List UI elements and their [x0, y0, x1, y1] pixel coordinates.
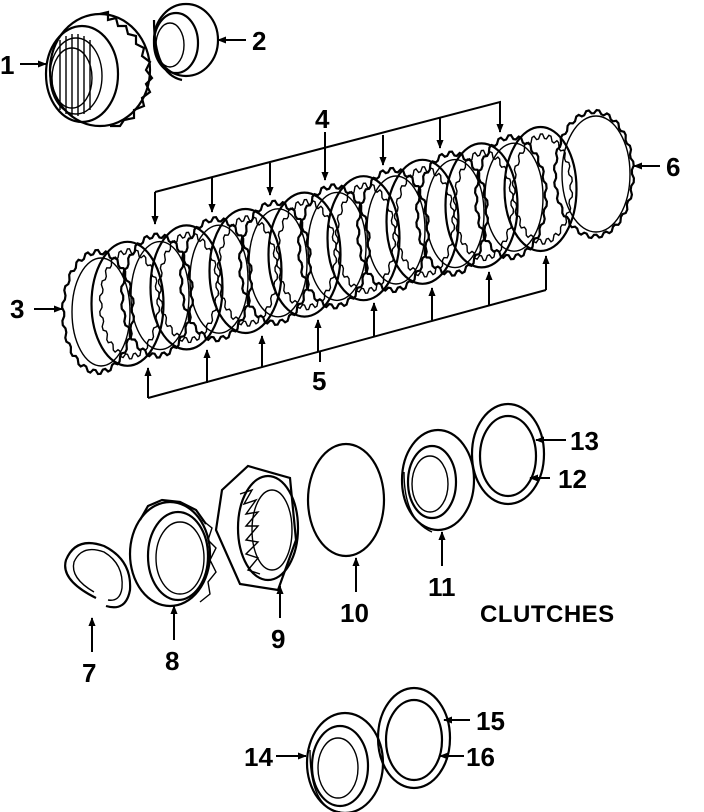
callout-1: 1	[0, 50, 14, 80]
callout-9: 9	[271, 624, 285, 654]
callout-11: 11	[428, 572, 456, 602]
callout-10: 10	[340, 598, 369, 628]
callout-5: 5	[312, 366, 326, 396]
part-9-piston	[214, 464, 300, 592]
bracket-4	[151, 100, 504, 225]
part-15-16-washer	[376, 686, 452, 790]
callout-3: 3	[10, 294, 24, 324]
part-14-bearing	[305, 711, 385, 812]
callout-2: 2	[252, 26, 266, 56]
callout-16: 16	[466, 742, 495, 772]
callout-8: 8	[165, 646, 179, 676]
callout-7: 7	[82, 658, 96, 688]
callout-12: 12	[558, 464, 587, 494]
part-1-clutch-hub	[44, 10, 154, 128]
part-10-seal-ring	[306, 442, 386, 558]
callout-labels: 1 2 3 4 5 6 7 8 9 10 11 12 13 14 15 16	[0, 26, 680, 772]
part-7-snap-ring	[64, 542, 132, 609]
callout-13: 13	[570, 426, 599, 456]
bracket-5	[144, 255, 550, 399]
callout-15: 15	[476, 706, 505, 736]
callout-4: 4	[315, 104, 330, 134]
callout-14: 14	[244, 742, 273, 772]
diagram-title: CLUTCHES	[480, 601, 615, 628]
part-11-retainer	[400, 428, 476, 533]
part-12-13-thrust-washer	[470, 402, 546, 506]
friction-clutch-disc	[503, 125, 578, 253]
callout-leaders	[20, 36, 660, 760]
part-6-pressure-plate	[552, 108, 636, 240]
clutch-plate-pack	[60, 108, 636, 376]
part-2-bearing-race	[152, 2, 220, 82]
part-8-piston-housing	[128, 498, 217, 608]
callout-6: 6	[666, 152, 680, 182]
